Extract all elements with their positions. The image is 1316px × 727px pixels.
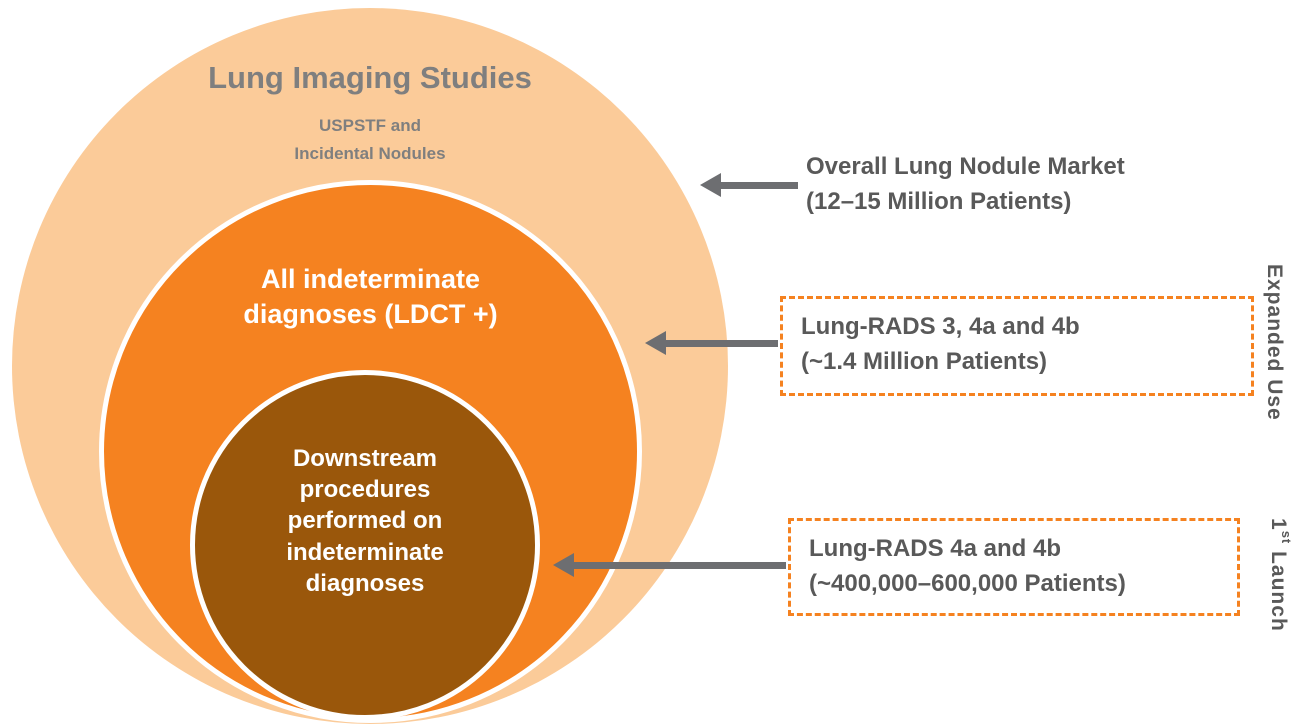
arrow-shaft [721, 181, 798, 189]
annotation-overall-market-line2: (12–15 Million Patients) [806, 187, 1072, 215]
annotation-lung-rads-4a-4b-line1: Lung-RADS 4a and 4b [809, 535, 1062, 562]
annotation-lung-rads-3-4a-4b-line1: Lung-RADS 3, 4a and 4b [801, 313, 1080, 340]
inner-circle-label: Downstream procedures performed on indet… [286, 445, 444, 597]
arrow-shaft [574, 561, 786, 569]
left-arrow-outer-circle-icon [700, 172, 798, 198]
side-label-first-launch: 1st Launch [1266, 500, 1294, 650]
annotation-overall-market-line1: Overall Lung Nodule Market [806, 153, 1125, 180]
arrowhead-icon [553, 553, 574, 577]
arrowhead-icon [645, 331, 666, 355]
annotation-lung-rads-3-4a-4b-box: Lung-RADS 3, 4a and 4b (~1.4 Million Pat… [780, 296, 1254, 396]
middle-circle-label: All indeterminate diagnoses (LDCT +) [243, 264, 498, 330]
annotation-lung-rads-4a-4b-box: Lung-RADS 4a and 4b (~400,000–600,000 Pa… [788, 518, 1240, 616]
left-arrow-middle-circle-icon [645, 330, 778, 356]
annotation-lung-rads-3-4a-4b-line2: (~1.4 Million Patients) [801, 347, 1048, 375]
side-label-first-launch-prefix: 1 [1267, 518, 1290, 531]
annotation-lung-rads-4a-4b-line2: (~400,000–600,000 Patients) [809, 569, 1126, 597]
left-arrow-inner-circle-icon [553, 552, 786, 578]
side-label-first-launch-superscript: st [1279, 530, 1294, 545]
side-label-first-launch-suffix: Launch [1267, 544, 1290, 632]
annotation-overall-market: Overall Lung Nodule Market (12–15 Millio… [806, 150, 1125, 220]
arrow-shaft [666, 339, 778, 347]
inner-market-circle [190, 370, 540, 720]
side-label-expanded-use: Expanded Use [1263, 264, 1286, 421]
arrowhead-icon [700, 173, 721, 197]
outer-circle-title: Lung Imaging Studies [208, 60, 532, 95]
outer-circle-subtitle: USPSTF and Incidental Nodules [294, 116, 446, 164]
